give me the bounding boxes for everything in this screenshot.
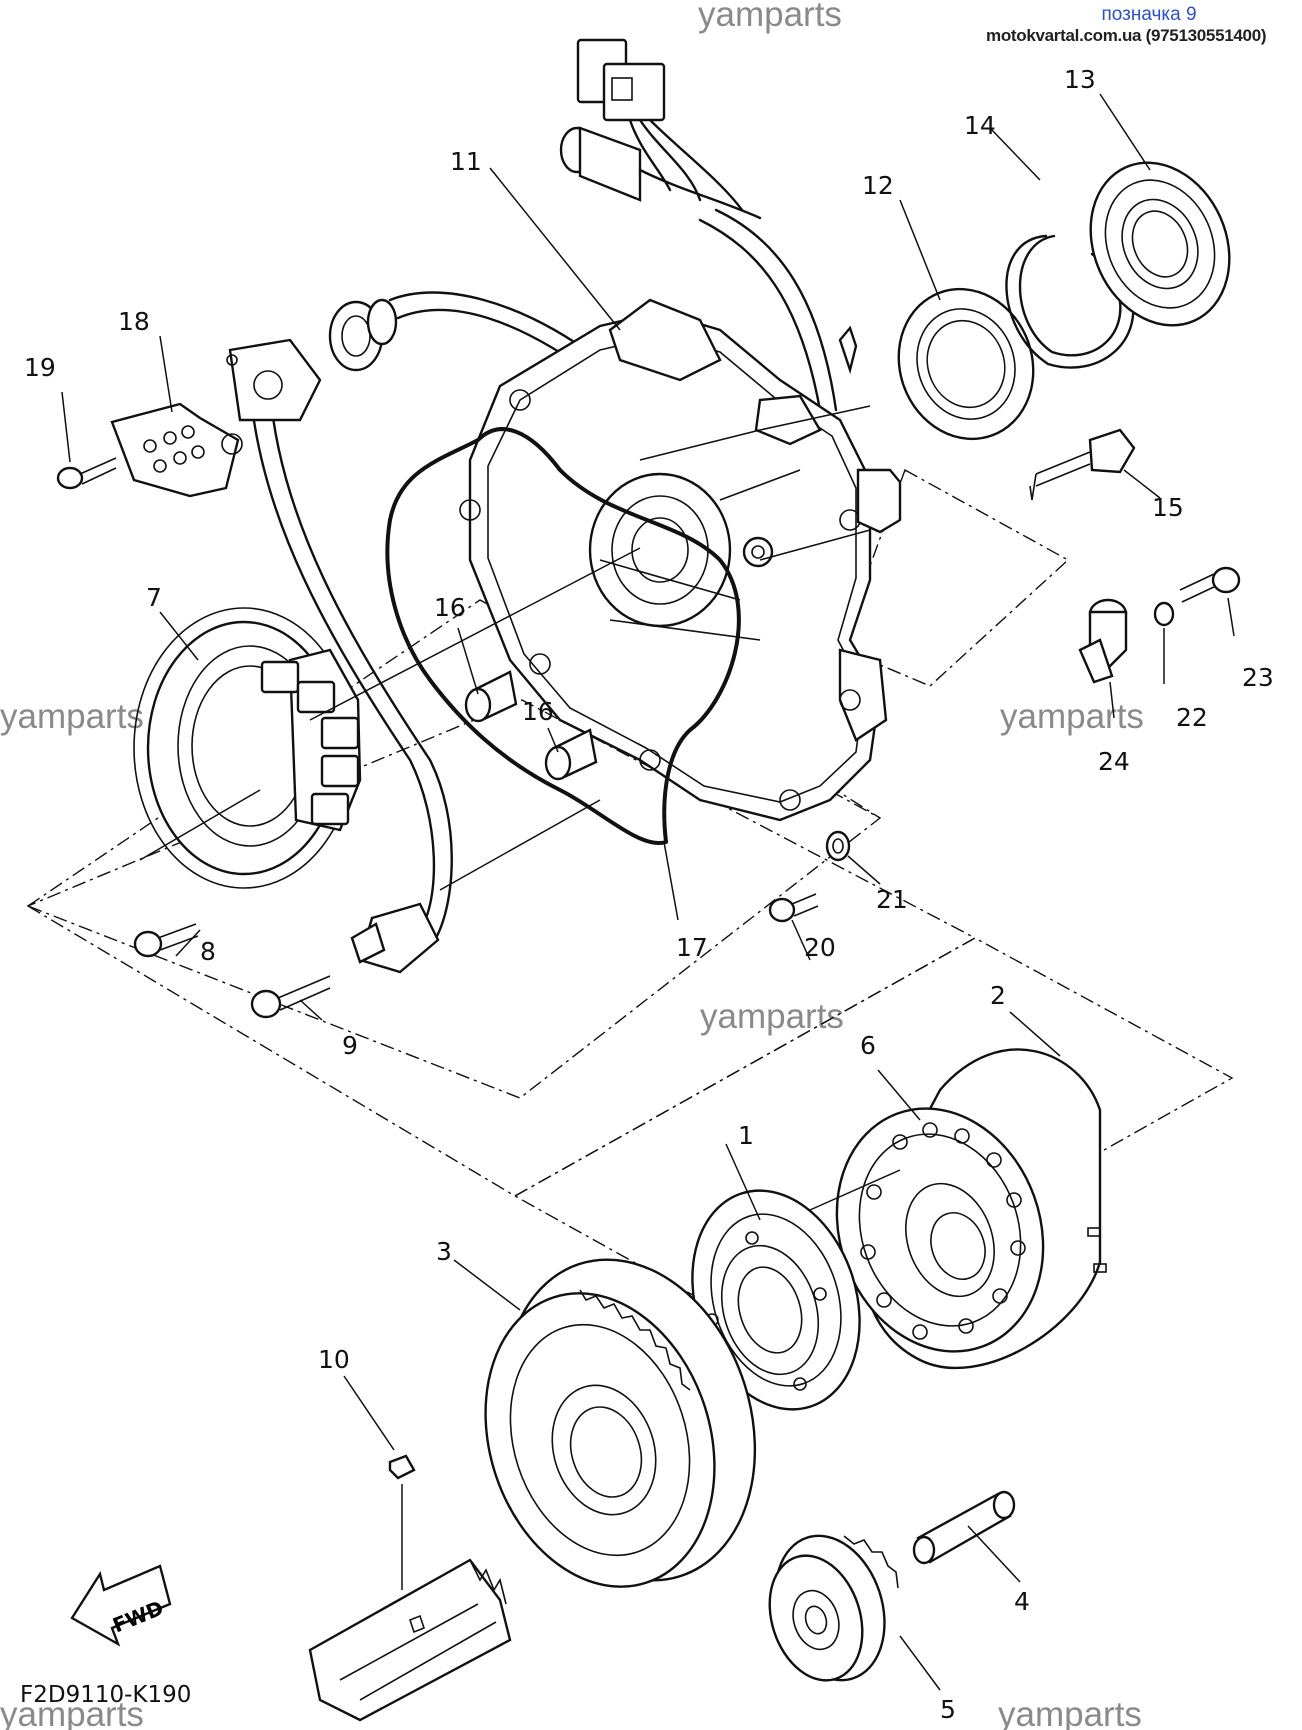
bolts [133, 428, 1241, 1019]
callout-19: 19 [24, 353, 56, 382]
callout-11: 11 [450, 147, 482, 176]
callout-6: 6 [860, 1031, 876, 1060]
header-site: motokvartal.com.ua (975130551400) [986, 26, 1267, 45]
small-parts [825, 598, 1175, 862]
callout-21: 21 [876, 885, 908, 914]
callouts: 1 2 3 4 5 6 7 8 9 10 11 12 13 14 15 16 1… [24, 65, 1274, 1724]
rotor [835, 1048, 1107, 1370]
watermark-bottom-left: yamparts [0, 1695, 144, 1730]
leader-lines [61, 93, 1235, 1691]
grommet-plate [228, 338, 322, 422]
crankshaft [308, 1454, 512, 1722]
callout-16b: 16 [522, 697, 554, 726]
watermark-top: yamparts [698, 0, 842, 34]
callout-7: 7 [146, 583, 162, 612]
callout-13: 13 [1064, 65, 1096, 94]
callout-15: 15 [1152, 493, 1184, 522]
sensor-bracket [56, 402, 243, 498]
idle-gear [768, 1490, 1016, 1682]
callout-16a: 16 [434, 593, 466, 622]
seals-and-clip [897, 161, 1231, 441]
callout-24: 24 [1098, 747, 1130, 776]
callout-12: 12 [862, 171, 894, 200]
callout-10: 10 [318, 1345, 350, 1374]
watermark-bottom-right: yamparts [998, 1695, 1142, 1730]
drawing-code: F2D9110-K190 [20, 1682, 192, 1708]
gasket [385, 427, 741, 846]
callout-8: 8 [200, 937, 216, 966]
dowel-pins [464, 670, 598, 781]
callout-5: 5 [940, 1695, 956, 1724]
fwd-arrow: FWD [70, 1564, 172, 1647]
callout-1: 1 [738, 1121, 754, 1150]
watermark-middle: yamparts [700, 997, 844, 1036]
starter-gear [484, 1258, 757, 1588]
watermark-left: yamparts [0, 697, 144, 736]
woodruff-key [388, 1454, 416, 1480]
wire-harness [226, 38, 862, 974]
crankcase-cover [459, 298, 902, 822]
callout-23: 23 [1242, 663, 1274, 692]
stator [133, 607, 362, 889]
frame-rotor-group [513, 937, 1234, 1339]
callout-18: 18 [118, 307, 150, 336]
callout-14: 14 [964, 111, 996, 140]
watermark-right: yamparts [1000, 697, 1144, 736]
watermarks: yamparts yamparts yamparts yamparts yamp… [0, 0, 1144, 1730]
header-tag: позначка 9 [1101, 4, 1197, 25]
callout-9: 9 [342, 1031, 358, 1060]
callout-20: 20 [804, 933, 836, 962]
callout-22: 22 [1176, 703, 1208, 732]
callout-2: 2 [990, 981, 1006, 1010]
callout-4: 4 [1014, 1587, 1030, 1616]
callout-17: 17 [676, 933, 708, 962]
callout-3: 3 [436, 1237, 452, 1266]
